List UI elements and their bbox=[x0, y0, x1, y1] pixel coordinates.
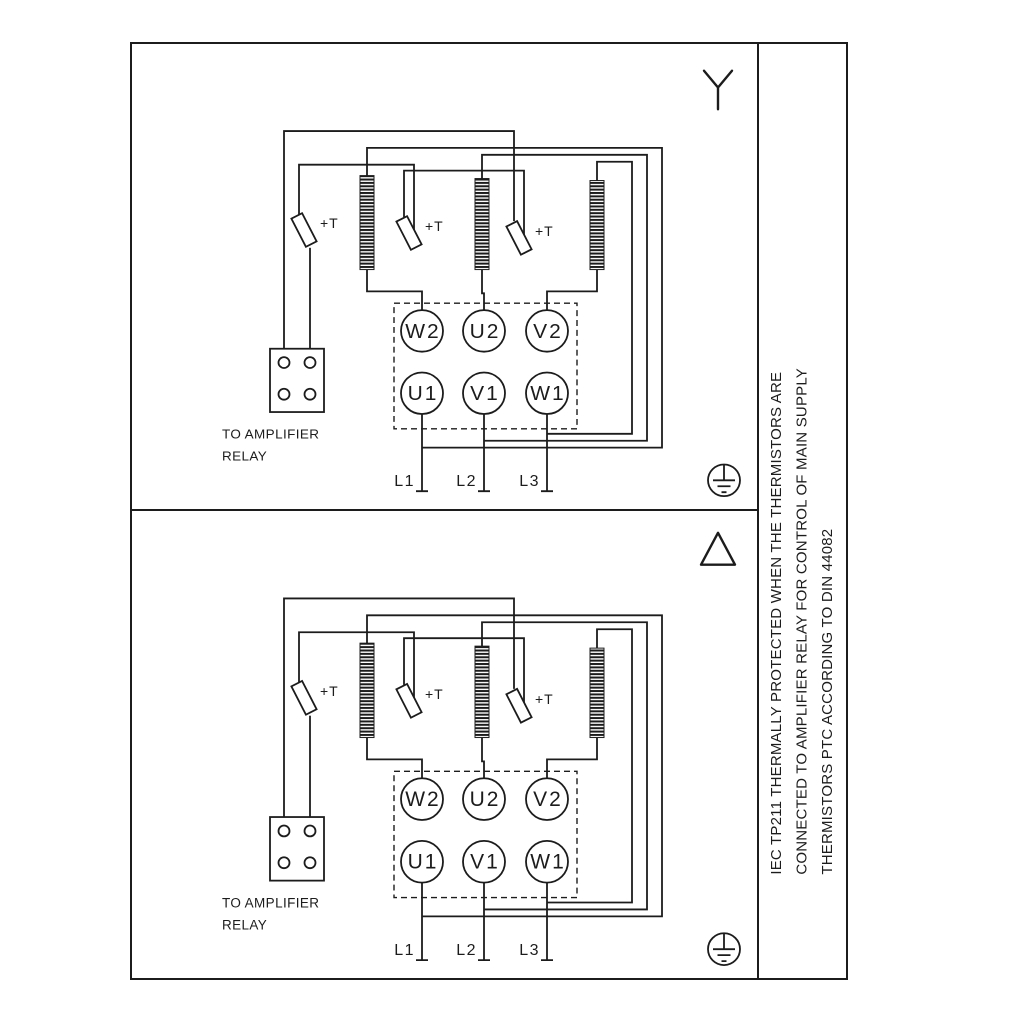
relay-note-line2: RELAY bbox=[222, 449, 267, 464]
svg-text:W1: W1 bbox=[530, 851, 565, 874]
side-note-line: IEC TP211 THERMALLY PROTECTED WHEN THE T… bbox=[768, 371, 786, 875]
supply-label-l3: L3 bbox=[519, 942, 540, 959]
terminal-w2: W2 bbox=[400, 309, 444, 353]
terminal-w1: W1 bbox=[525, 839, 569, 884]
svg-text:U1: U1 bbox=[408, 851, 439, 874]
terminal-w1: W1 bbox=[525, 371, 569, 415]
terminal-w2: W2 bbox=[400, 777, 444, 821]
thermistor-label: +T bbox=[320, 215, 339, 231]
svg-text:U2: U2 bbox=[470, 320, 501, 343]
amplifier-relay-connector bbox=[269, 816, 325, 882]
amplifier-relay-connector bbox=[269, 347, 325, 413]
motor-winding-icon bbox=[359, 642, 375, 739]
svg-text:W2: W2 bbox=[405, 320, 440, 343]
thermistor-label: +T bbox=[535, 223, 554, 239]
supply-label-l1: L1 bbox=[394, 942, 415, 959]
supply-label-l2: L2 bbox=[456, 942, 477, 959]
motor-winding-icon bbox=[359, 175, 375, 271]
terminal-v2: V2 bbox=[525, 777, 569, 821]
thermistor-icon bbox=[290, 679, 318, 716]
supply-label-l1: L1 bbox=[394, 473, 415, 490]
thermistor-label: +T bbox=[535, 691, 554, 707]
terminal-v2: V2 bbox=[525, 309, 569, 353]
delta-wiring-panel: +T +T +T W2 U2 V2 bbox=[132, 511, 757, 978]
ground-icon bbox=[707, 932, 741, 966]
thermistor-icon bbox=[290, 212, 318, 248]
thermistor-label: +T bbox=[425, 686, 444, 702]
star-circuit-svg: +T +T +T W2 U2 V2 bbox=[222, 69, 741, 498]
side-note-line: THERMISTORS PTC ACCORDING TO DIN 44082 bbox=[819, 528, 837, 875]
terminal-v1: V1 bbox=[462, 839, 506, 884]
thermistor-icon bbox=[395, 682, 423, 719]
svg-text:W1: W1 bbox=[530, 382, 565, 405]
relay-note-line1: TO AMPLIFIER bbox=[222, 895, 319, 910]
supply-label-l2: L2 bbox=[456, 473, 477, 490]
relay-note-line1: TO AMPLIFIER bbox=[222, 427, 319, 442]
motor-winding-icon bbox=[474, 178, 490, 271]
terminal-u2: U2 bbox=[462, 309, 506, 353]
star-wiring-panel: +T +T +T W2 U2 V2 bbox=[132, 44, 757, 511]
svg-text:U2: U2 bbox=[470, 788, 501, 811]
ground-icon bbox=[707, 463, 741, 498]
wiring-lines bbox=[283, 597, 663, 962]
diagram-frame: +T +T +T W2 U2 V2 bbox=[130, 42, 848, 980]
motor-winding-icon bbox=[474, 645, 490, 739]
terminal-u2: U2 bbox=[462, 777, 506, 821]
svg-text:W2: W2 bbox=[405, 788, 440, 811]
terminal-box bbox=[393, 302, 578, 430]
svg-text:V1: V1 bbox=[470, 851, 500, 874]
side-note-line: CONNECTED TO AMPLIFIER RELAY FOR CONTROL… bbox=[793, 367, 811, 875]
svg-text:V1: V1 bbox=[470, 382, 500, 405]
svg-text:V2: V2 bbox=[533, 788, 563, 811]
relay-note-line2: RELAY bbox=[222, 917, 267, 932]
side-note: IEC TP211 THERMALLY PROTECTED WHEN THE T… bbox=[764, 368, 841, 875]
motor-winding-icon bbox=[589, 180, 605, 271]
thermistor-icon bbox=[505, 687, 533, 724]
svg-text:V2: V2 bbox=[533, 320, 563, 343]
side-note-column: IEC TP211 THERMALLY PROTECTED WHEN THE T… bbox=[759, 44, 846, 978]
thermistor-label: +T bbox=[320, 683, 339, 699]
wiring-lines bbox=[283, 130, 663, 493]
terminal-v1: V1 bbox=[462, 371, 506, 415]
thermistor-label: +T bbox=[425, 218, 444, 234]
terminal-u1: U1 bbox=[400, 371, 444, 415]
supply-label-l3: L3 bbox=[519, 473, 540, 490]
delta-circuit-svg: +T +T +T W2 U2 V2 bbox=[222, 531, 741, 966]
motor-winding-icon bbox=[589, 647, 605, 739]
thermistor-icon bbox=[505, 219, 533, 256]
svg-text:U1: U1 bbox=[408, 382, 439, 405]
terminal-box bbox=[393, 770, 578, 899]
delta-icon bbox=[699, 531, 737, 566]
thermistor-icon bbox=[395, 214, 423, 251]
star-icon bbox=[702, 69, 734, 111]
terminal-u1: U1 bbox=[400, 839, 444, 884]
diagram-column: +T +T +T W2 U2 V2 bbox=[132, 44, 759, 978]
